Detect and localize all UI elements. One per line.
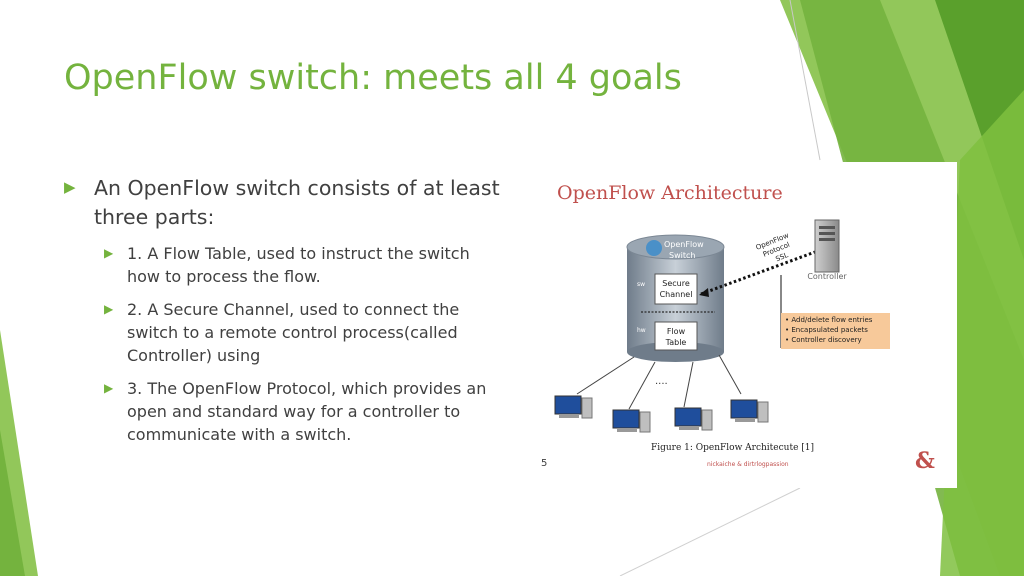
sub-bullet-text: 2. A Secure Channel, used to connect the… xyxy=(127,300,460,365)
host-computer-icon xyxy=(730,399,769,423)
sub-bullet-secure-channel: ▶ 2. A Secure Channel, used to connect t… xyxy=(104,298,504,367)
protocol-label: OpenFlow Protocol SSL xyxy=(755,231,791,263)
bullet-arrow-icon: ▶ xyxy=(104,246,114,260)
page-number: 5 xyxy=(541,458,548,469)
controller-note-1: • Add/delete flow entries xyxy=(785,316,873,324)
secure-channel-label-2: Channel xyxy=(660,290,693,299)
flow-table-label-2: Table xyxy=(665,338,687,347)
figure-credit: nickaiche & dirtrlogpassion xyxy=(707,461,789,468)
bullet-main-text: An OpenFlow switch consists of at least … xyxy=(94,176,500,229)
protocol-link xyxy=(700,250,816,296)
flow-table-label-1: Flow xyxy=(667,327,686,336)
host-computer-icon xyxy=(674,407,713,431)
controller-note-3: • Controller discovery xyxy=(785,336,862,344)
sub-bullet-protocol: ▶ 3. The OpenFlow Protocol, which provid… xyxy=(104,377,504,446)
controller-label: Controller xyxy=(807,272,847,281)
sub-bullet-flow-table: ▶ 1. A Flow Table, used to instruct the … xyxy=(104,242,504,288)
bullet-list: ▶ An OpenFlow switch consists of at leas… xyxy=(64,174,504,456)
bullet-arrow-icon: ▶ xyxy=(104,302,114,316)
controller-notes-box xyxy=(781,313,890,349)
controller-note-2: • Encapsulated packets xyxy=(785,326,868,334)
sw-label: sw xyxy=(637,281,645,288)
controller-server-icon: Controller xyxy=(807,219,847,281)
hw-label: hw xyxy=(637,327,646,334)
switch-label-1: OpenFlow xyxy=(664,240,704,249)
openflow-switch-cylinder: OpenFlow Switch sw hw Secure Channel Flo… xyxy=(626,234,725,362)
host-links xyxy=(576,354,742,410)
figure-caption: Figure 1: OpenFlow Architecute [1] xyxy=(651,443,815,453)
figure-title: OpenFlow Architecture xyxy=(557,182,783,204)
switch-label-2: Switch xyxy=(669,251,695,260)
logo-icon: & xyxy=(915,448,935,474)
more-hosts-ellipsis: .... xyxy=(655,376,668,387)
architecture-diagram: OpenFlow Switch sw hw Secure Channel Flo… xyxy=(554,219,890,433)
bullet-arrow-icon: ▶ xyxy=(104,381,114,395)
host-computer-icon xyxy=(612,409,651,433)
secure-channel-label-1: Secure xyxy=(662,279,690,288)
globe-icon xyxy=(646,240,662,256)
sub-bullet-text: 3. The OpenFlow Protocol, which provides… xyxy=(127,379,487,444)
host-computer-icon xyxy=(554,395,593,419)
slide-title: OpenFlow switch: meets all 4 goals xyxy=(64,58,682,98)
bullet-main: ▶ An OpenFlow switch consists of at leas… xyxy=(64,174,504,232)
bullet-arrow-icon: ▶ xyxy=(64,178,76,196)
sub-bullet-text: 1. A Flow Table, used to instruct the sw… xyxy=(127,244,470,286)
openflow-architecture-figure: OpenFlow Architecture OpenFlow Switch sw… xyxy=(529,162,957,488)
